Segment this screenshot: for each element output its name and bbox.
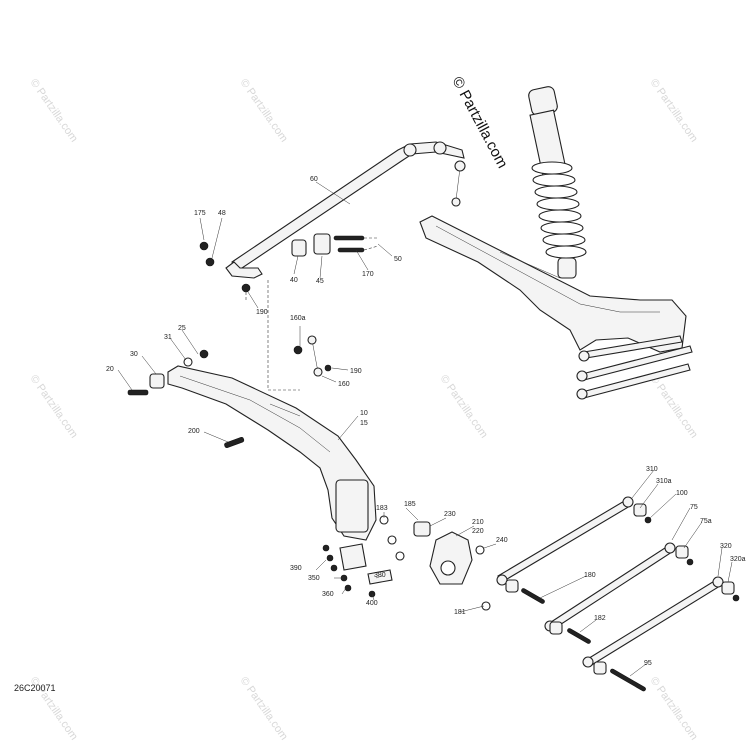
watermark: © Partzilla.com [238, 675, 290, 743]
bushing-clamp [313, 233, 331, 255]
knuckle [429, 531, 473, 585]
callout-160: 160 [338, 381, 350, 388]
callout-48: 48 [218, 210, 226, 217]
callout-10: 10 [360, 410, 368, 417]
assembled-view [419, 86, 693, 400]
callout-185: 185 [404, 501, 416, 508]
bolt [333, 235, 365, 241]
callout-190-top: 190 [256, 309, 268, 316]
pivot-bushing [149, 373, 165, 389]
callout-25: 25 [178, 325, 186, 332]
shock-lower-eye [557, 257, 577, 279]
stabilizer-bar-group [199, 141, 465, 300]
callout-75a: 75a [700, 518, 712, 525]
callout-230: 230 [444, 511, 456, 518]
callout-30: 30 [130, 351, 138, 358]
knuckle-group [379, 515, 491, 611]
bolt [337, 247, 365, 253]
callout-95: 95 [644, 660, 652, 667]
stabilizer-bar-end [225, 261, 263, 279]
callout-350: 350 [308, 575, 320, 582]
callout-50: 50 [394, 256, 402, 263]
bolt [224, 436, 245, 448]
watermark: © Partzilla.com [648, 675, 700, 743]
watermark: © Partzilla.com [438, 373, 490, 441]
leaders [117, 181, 733, 677]
control-arms [496, 496, 740, 692]
callout-310a: 310a [656, 478, 672, 485]
callout-45: 45 [316, 278, 324, 285]
watermark: © Partzilla.com [238, 77, 290, 145]
bracket-hardware [322, 543, 393, 598]
callout-75: 75 [690, 504, 698, 511]
bolt-180 [521, 588, 545, 604]
control-arm-310 [497, 499, 631, 583]
callouts: 60 175 48 40 45 170 50 190 160a 190 160 … [106, 176, 746, 667]
watermark: © Partzilla.com [28, 77, 80, 145]
bushing [291, 239, 307, 257]
callout-240: 240 [496, 537, 508, 544]
callout-20: 20 [106, 366, 114, 373]
callout-220: 220 [472, 528, 484, 535]
callout-15: 15 [360, 420, 368, 427]
callout-390: 390 [290, 565, 302, 572]
callout-160a: 160a [290, 315, 306, 322]
mount-bracket [339, 543, 367, 571]
callout-181: 181 [454, 609, 466, 616]
callout-320a: 320a [730, 556, 746, 563]
watermark: © Partzilla.com [28, 373, 80, 441]
callout-360: 360 [322, 591, 334, 598]
callout-100: 100 [676, 490, 688, 497]
bearing [413, 521, 431, 537]
callout-320: 320 [720, 543, 732, 550]
callout-60: 60 [310, 176, 318, 183]
link-assembled-3 [581, 363, 691, 399]
control-arm-75 [547, 545, 673, 631]
callout-180: 180 [584, 572, 596, 579]
pivot-bolt [127, 389, 149, 396]
callout-182: 182 [594, 615, 606, 622]
trailing-arm-exploded [127, 349, 377, 541]
callout-210: 210 [472, 519, 484, 526]
shock-spring [531, 161, 587, 259]
drawing-code: 26C20071 [14, 683, 56, 693]
stabilizer-link-exploded [267, 280, 332, 391]
watermark: © Partzilla.com [648, 77, 700, 145]
callout-183: 183 [376, 505, 388, 512]
callout-31: 31 [164, 334, 172, 341]
trailing-arm-assembled [419, 215, 687, 353]
stabilizer-bar [231, 141, 465, 273]
callout-310: 310 [646, 466, 658, 473]
callout-40: 40 [290, 277, 298, 284]
callout-170: 170 [362, 271, 374, 278]
callout-200: 200 [188, 428, 200, 435]
callout-400: 400 [366, 600, 378, 607]
watermark: © Partzilla.com [648, 373, 700, 441]
arm-bracket [335, 479, 369, 533]
callout-175: 175 [194, 210, 206, 217]
plate [367, 569, 393, 585]
bolt-95 [610, 668, 646, 692]
bolt-182 [567, 628, 591, 644]
callout-190: 190 [350, 368, 362, 375]
callout-380: 380 [374, 572, 386, 579]
